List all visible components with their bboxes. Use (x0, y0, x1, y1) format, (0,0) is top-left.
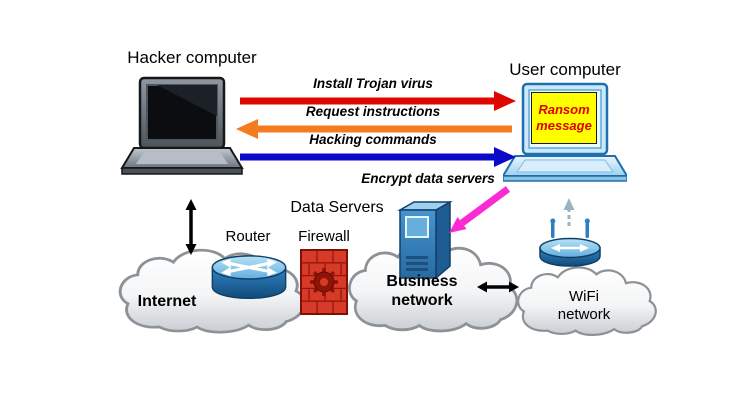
internet-label: Internet (137, 293, 197, 310)
router-icon (211, 255, 287, 300)
request-instructions-label: Request instructions (305, 104, 441, 119)
install-trojan-label: Install Trojan virus (313, 76, 433, 91)
router-label: Router (225, 228, 271, 245)
ransom-message-text: Ransom message (536, 101, 592, 133)
data-servers-label: Data Servers (290, 199, 384, 216)
hacker-computer-label: Hacker computer (127, 48, 257, 67)
firewall-icon (300, 249, 348, 315)
hacking-commands-label: Hacking commands (309, 132, 437, 147)
wifi-network-label: WiFi network (557, 288, 611, 323)
data-server-icon (397, 200, 453, 280)
encrypt-data-servers-arrow (459, 186, 511, 226)
ransom-message-box: Ransom message (531, 92, 597, 144)
wifi-access-point-icon (539, 218, 601, 267)
encrypt-data-servers-label: Encrypt data servers (361, 171, 495, 186)
hacker-laptop-icon (120, 76, 244, 175)
user-computer-label: User computer (509, 60, 621, 79)
firewall-label: Firewall (298, 228, 350, 245)
business-network-label: Business network (386, 273, 458, 310)
